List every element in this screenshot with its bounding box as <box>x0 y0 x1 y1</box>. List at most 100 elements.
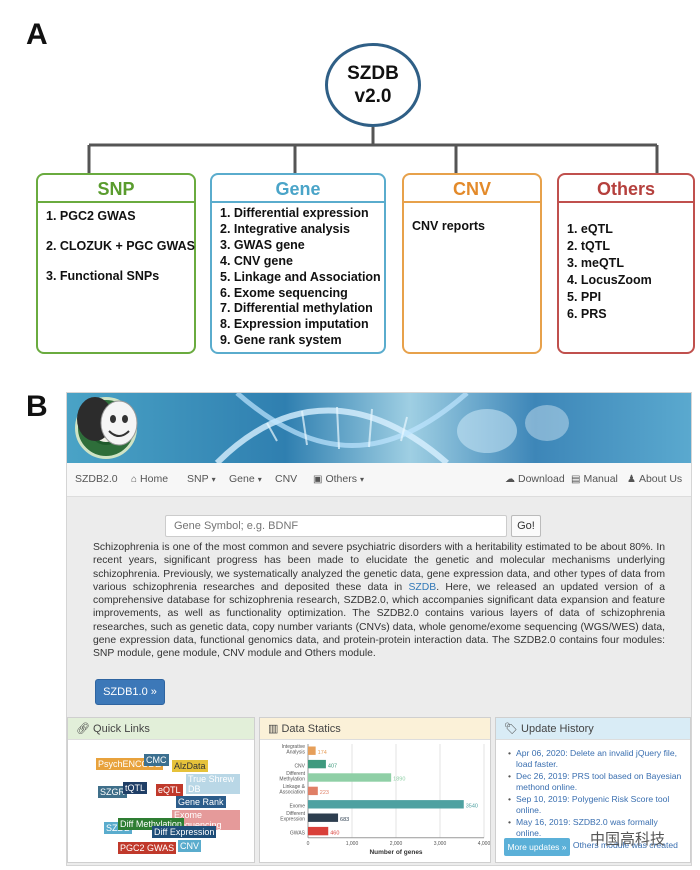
nav-gene-dropdown[interactable]: Gene ▾ <box>229 473 262 485</box>
category-snp-box: SNP 1. PGC2 GWAS 2. CLOZUK + PGC GWAS 3.… <box>36 173 196 354</box>
tag-link[interactable]: SZGR <box>98 786 128 798</box>
nav-download[interactable]: ☁ Download <box>505 473 565 485</box>
category-others-item: 4. LocusZoom <box>567 273 652 287</box>
nav-others-dropdown[interactable]: ▣ Others ▾ <box>313 473 364 485</box>
category-others-box: Others 1. eQTL 2. tQTL 3. meQTL 4. Locus… <box>557 173 695 354</box>
category-gene-item: 5. Linkage and Association <box>220 269 381 284</box>
tag-link[interactable]: eQTL <box>156 784 183 796</box>
bar-value-label: 174 <box>318 750 327 756</box>
update-history-card: 🏷︎ Update History Apr 06, 2020: Delete a… <box>495 717 691 863</box>
data-statics-title: Data Statics <box>281 723 341 735</box>
site-navbar: SZDB2.0 ⌂ Home SNP ▾ Gene ▾ CNV ▣ Others… <box>67 463 691 497</box>
tag-link[interactable]: tQTL <box>123 782 148 794</box>
briefcase-icon: ▣ <box>313 473 323 485</box>
dna-helix-image <box>214 393 569 463</box>
tag-link[interactable]: Diff Expression <box>152 826 217 838</box>
category-tick-label: Association <box>279 790 305 796</box>
bar <box>308 773 392 782</box>
nav-home-label: Home <box>140 473 169 485</box>
intro-paragraph: Schizophrenia is one of the most common … <box>93 541 665 661</box>
tag-link[interactable]: PGC2 GWAS <box>118 842 177 854</box>
tree-connectors <box>87 127 659 173</box>
bar-chart-icon: ▥ <box>268 723 279 735</box>
category-others-title: Others <box>559 175 693 203</box>
x-tick-label: 0 <box>307 841 310 847</box>
cloud-download-icon: ☁ <box>505 473 515 485</box>
nav-manual[interactable]: ▤ Manual <box>571 473 618 485</box>
caret-down-icon: ▾ <box>257 474 262 484</box>
category-others-item: 2. tQTL <box>567 239 611 253</box>
panel-b-letter: B <box>26 390 48 423</box>
tag-link[interactable]: True Shrew DB <box>186 774 240 794</box>
quick-links-title: Quick Links <box>93 723 150 735</box>
update-list: Apr 06, 2020: Delete an invalid jQuery f… <box>496 740 690 851</box>
theater-masks-image <box>77 397 138 446</box>
bar <box>308 746 316 755</box>
bar-value-label: 3540 <box>466 804 478 810</box>
nav-manual-label: Manual <box>583 473 618 485</box>
nav-brand[interactable]: SZDB2.0 <box>75 473 118 485</box>
szdb1-button[interactable]: SZDB1.0 » <box>95 679 165 705</box>
data-statics-header: ▥ Data Statics <box>260 718 490 740</box>
nav-home[interactable]: ⌂ Home <box>131 473 168 485</box>
update-item[interactable]: Sep 10, 2019: Polygenic Risk Score tool … <box>508 794 682 816</box>
update-history-title: Update History <box>521 723 594 735</box>
x-tick-label: 2,000 <box>390 841 403 847</box>
nav-about[interactable]: ♟ About Us <box>627 473 682 485</box>
intro-text-part1: Schizophrenia is one of the most common … <box>93 542 665 593</box>
category-tick-label: Exome <box>289 804 305 810</box>
category-tick-label: Integrative <box>282 744 306 750</box>
category-gene-item: 2. Integrative analysis <box>220 221 350 236</box>
nav-cnv[interactable]: CNV <box>275 473 298 485</box>
category-tick-label: Analysis <box>286 750 305 756</box>
category-gene-item: 8. Expression imputation <box>220 317 369 332</box>
category-snp-item: 3. Functional SNPs <box>46 269 160 283</box>
category-others-item: 5. PPI <box>567 290 602 304</box>
tag-link[interactable]: Gene Rank <box>176 796 226 808</box>
category-cnv-item: CNV reports <box>412 219 485 233</box>
category-tick-label: Different <box>286 811 305 817</box>
caret-down-icon: ▾ <box>359 474 364 484</box>
category-cnv-box: CNV CNV reports <box>402 173 542 354</box>
category-gene-item: 7. Differential methylation <box>220 301 373 316</box>
bar-value-label: 683 <box>340 817 349 823</box>
intro-section: Go! Schizophrenia is one of the most com… <box>79 505 679 709</box>
tag-cloud: PsychENCODE CMC AlzData True Shrew DB SZ… <box>68 740 254 862</box>
gene-search-input[interactable] <box>165 515 507 537</box>
caret-down-icon: ▾ <box>211 474 216 484</box>
nav-about-label: About Us <box>638 473 683 485</box>
tag-link[interactable]: AlzData <box>172 760 208 772</box>
tag-link[interactable]: Exome Sequencing <box>172 810 240 830</box>
category-snp-item: 1. PGC2 GWAS <box>46 209 136 223</box>
update-item[interactable]: Apr 06, 2020: Delete an invalid jQuery f… <box>508 748 682 770</box>
category-gene-item: 4. CNV gene <box>220 253 293 268</box>
more-updates-button[interactable]: More updates » <box>504 838 570 856</box>
quick-links-card: 🔗︎ Quick Links PsychENCODE CMC AlzData T… <box>67 717 255 863</box>
category-snp-title: SNP <box>38 175 194 203</box>
bar <box>308 759 326 769</box>
book-icon: ▤ <box>571 473 581 485</box>
home-icon: ⌂ <box>131 473 138 485</box>
nav-download-label: Download <box>518 473 565 485</box>
nav-others-label: Others <box>325 473 357 485</box>
category-tick-label: CNV <box>294 763 305 769</box>
category-tick-label: Methylation <box>279 776 305 782</box>
intro-text-part2: . Here, we released an updated version o… <box>93 581 666 660</box>
search-go-button[interactable]: Go! <box>511 515 541 537</box>
update-item[interactable]: Dec 26, 2019: PRS tool based on Bayesian… <box>508 771 682 793</box>
category-others-item: 1. eQTL <box>567 222 613 236</box>
tag-link[interactable]: CMC <box>144 754 169 766</box>
category-tick-label: Different <box>286 771 305 777</box>
category-gene-item: 1. Differential expression <box>220 206 369 220</box>
root-version: v2.0 <box>354 86 392 107</box>
szdb-link[interactable]: SZDB <box>408 581 437 593</box>
root-node: SZDB v2.0 <box>325 43 421 127</box>
nav-snp-label: SNP <box>187 473 209 485</box>
tag-link[interactable]: CNV <box>178 840 202 852</box>
nav-snp-dropdown[interactable]: SNP ▾ <box>187 473 216 485</box>
update-item[interactable]: May 16, 2019: SZDB2.0 was formally onlin… <box>508 817 682 839</box>
nav-gene-label: Gene <box>229 473 255 485</box>
category-snp-item: 2. CLOZUK + PGC GWAS <box>46 239 195 253</box>
bar <box>308 800 464 809</box>
category-gene-item: 6. Exome sequencing <box>220 285 348 300</box>
